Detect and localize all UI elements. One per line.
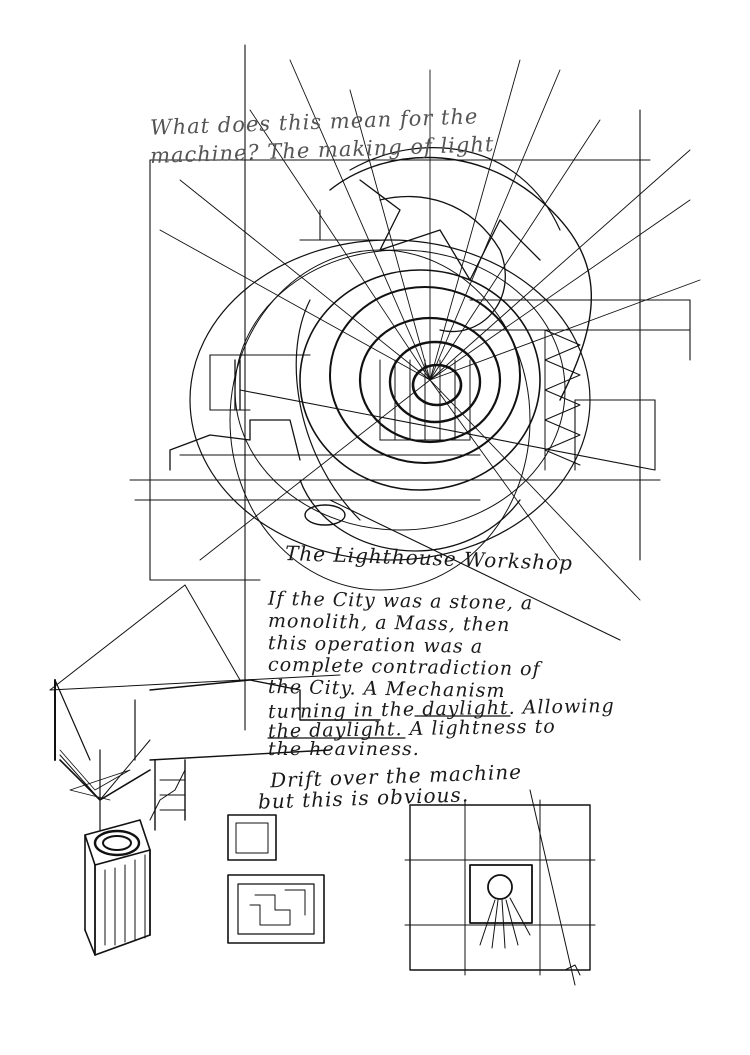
hatched-stair <box>379 329 581 471</box>
plan-square-small <box>227 814 277 861</box>
section-elevation <box>149 679 381 831</box>
radiating-lines <box>159 59 701 601</box>
plan-square-maze <box>227 874 325 944</box>
underline-strokes <box>267 715 511 739</box>
left-elevation <box>169 359 301 471</box>
note-paragraph-line8: the heaviness. <box>268 738 420 760</box>
circular-mechanism <box>189 147 592 591</box>
tower-sketch <box>49 584 341 956</box>
plan-square-lamp <box>404 789 596 986</box>
note-paragraph-line2: monolith, a Mass, then <box>267 609 511 637</box>
